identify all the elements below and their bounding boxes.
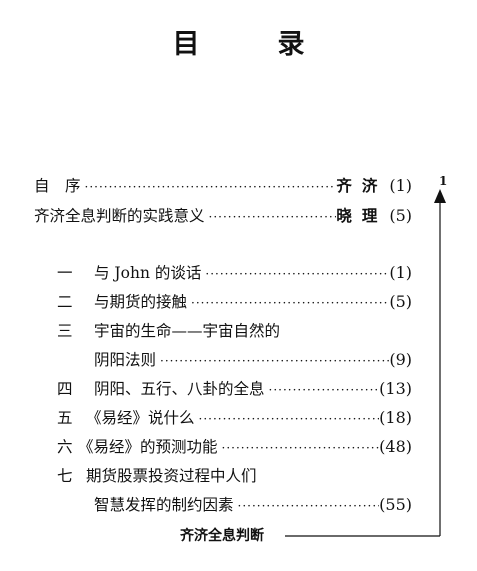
leader-dots: ········································… (160, 354, 389, 368)
leader-dots: ········································… (205, 267, 389, 281)
chapter-page: (48) (379, 437, 412, 456)
chapter-title: 期货股票投资过程中人们 (86, 467, 257, 485)
chapter-number: 一 (57, 264, 73, 282)
chapter-page: (5) (389, 292, 412, 311)
chapter-number: 七 (57, 467, 73, 485)
chapter-title: 《易经》的预测功能 (78, 438, 218, 456)
chapter-title: 阴阳、五行、八卦的全息 (94, 380, 265, 398)
title-char-2: 录 (277, 29, 305, 60)
leader-dots: ········································… (208, 210, 337, 224)
chapter-title: 《易经》说什么 (86, 409, 195, 427)
toc-entry-chapter-7[interactable]: 智慧发挥的制约因素 ······························… (94, 494, 412, 517)
toc-entry-author: 晓理 (336, 206, 388, 225)
toc-entry-chapter-3[interactable]: 阴阳法则 ···································… (94, 349, 412, 372)
toc-entry-label: 自 序 (34, 177, 81, 195)
title-char-1: 目 (172, 29, 200, 60)
chapter-page: (9) (389, 350, 412, 369)
chapter-number: 六 (57, 438, 73, 456)
toc-entry-chapter-7-line-1[interactable]: 期货股票投资过程中人们 (86, 465, 412, 487)
chapter-number: 三 (57, 322, 73, 340)
leader-dots: ········································… (237, 499, 380, 513)
chapter-number: 四 (57, 380, 73, 398)
toc-entry-chapter-5[interactable]: 《易经》说什么 ································… (86, 407, 412, 430)
annotation-label: 齐济全息判断 (180, 528, 264, 544)
leader-dots: ········································… (191, 296, 389, 310)
leader-dots: ········································… (221, 441, 380, 455)
leader-dots: ········································… (84, 180, 337, 194)
toc-entry-author: 齐济 (336, 176, 388, 195)
chapter-page: (55) (379, 495, 412, 514)
chapter-number: 五 (57, 409, 73, 427)
chapter-title: 与 John 的谈话 (94, 264, 202, 282)
page-title: 目录 (0, 22, 477, 61)
toc-entry-practice[interactable]: 齐济全息判断的实践意义 ····························… (34, 205, 412, 228)
chapter-title: 宇宙的生命——宇宙自然的 (94, 322, 281, 340)
leader-dots: ········································… (198, 412, 380, 426)
toc-entry-chapter-3-line-1[interactable]: 宇宙的生命——宇宙自然的 (94, 320, 412, 342)
chapter-title-continued: 阴阳法则 (94, 351, 157, 369)
chapter-title: 与期货的接触 (94, 293, 188, 311)
toc-entry-chapter-2[interactable]: 与期货的接触 ·································… (94, 291, 412, 314)
chapter-page: (1) (389, 263, 412, 282)
toc-entry-page: (5) (389, 206, 412, 225)
toc-entry-page: (1) (389, 176, 412, 195)
toc-entry-chapter-6[interactable]: 《易经》的预测功能 ······························… (78, 436, 412, 459)
toc-entry-chapter-1[interactable]: 与 John 的谈话 ·····························… (94, 262, 412, 285)
arrow-head-icon (434, 189, 446, 203)
chapter-page: (13) (379, 379, 412, 398)
toc-entry-preface[interactable]: 自 序 ····································… (34, 175, 412, 198)
toc-entry-chapter-4[interactable]: 阴阳、五行、八卦的全息 ····························… (94, 378, 412, 401)
chapter-title-continued: 智慧发挥的制约因素 (94, 496, 234, 514)
toc-entry-label: 齐济全息判断的实践意义 (34, 207, 205, 225)
chapter-page: (18) (379, 408, 412, 427)
chapter-number: 二 (57, 293, 73, 311)
leader-dots: ········································… (268, 383, 380, 397)
annotation-number: 1 (439, 174, 448, 188)
